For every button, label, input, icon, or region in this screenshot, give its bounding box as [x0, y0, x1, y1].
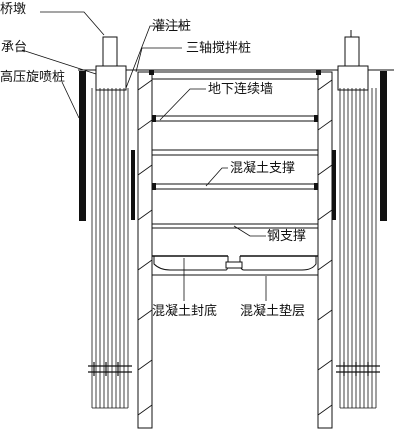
right-bored-piles: [339, 88, 377, 409]
left-jet-grout-pile: [79, 71, 86, 221]
concrete-strut-2: [151, 115, 319, 122]
right-jet-grout-pile: [380, 71, 387, 221]
label-steel-strut: 钢支撑: [267, 229, 306, 244]
left-pier: [102, 36, 118, 68]
label-jet-grout-pile: 高压旋喷桩: [0, 69, 65, 85]
right-mixing-pile-bar: [332, 150, 336, 220]
label-concrete-cushion: 混凝土垫层: [240, 303, 305, 319]
concrete-strut-1: [149, 70, 321, 80]
leader-lines: [21, 11, 267, 301]
left-diaphragm-wall: [137, 71, 153, 429]
right-pier: [344, 36, 360, 68]
right-pile-cap: [337, 65, 369, 91]
label-pile-cap: 承台: [1, 40, 27, 55]
concrete-strut-3: [151, 149, 319, 156]
left-bored-piles: [91, 88, 129, 409]
left-mixing-pile-bar: [131, 150, 135, 220]
label-concrete-bottom-seal: 混凝土封底: [152, 303, 217, 319]
label-triaxial-mixing-pile: 三轴搅拌桩: [186, 40, 251, 56]
left-break-marks: [88, 362, 132, 376]
label-concrete-strut: 混凝土支撑: [230, 160, 295, 176]
label-diaphragm-wall: 地下连续墙: [208, 81, 273, 97]
right-diaphragm-wall: [317, 71, 333, 429]
label-bored-pile: 灌注桩: [152, 19, 191, 34]
steel-strut: [151, 223, 319, 229]
label-pier: 桥墩: [0, 2, 26, 17]
left-pile-cap: [95, 65, 127, 91]
right-break-marks: [336, 362, 380, 376]
concrete-bottom-seal: [152, 255, 318, 271]
concrete-strut-4: [151, 183, 319, 190]
